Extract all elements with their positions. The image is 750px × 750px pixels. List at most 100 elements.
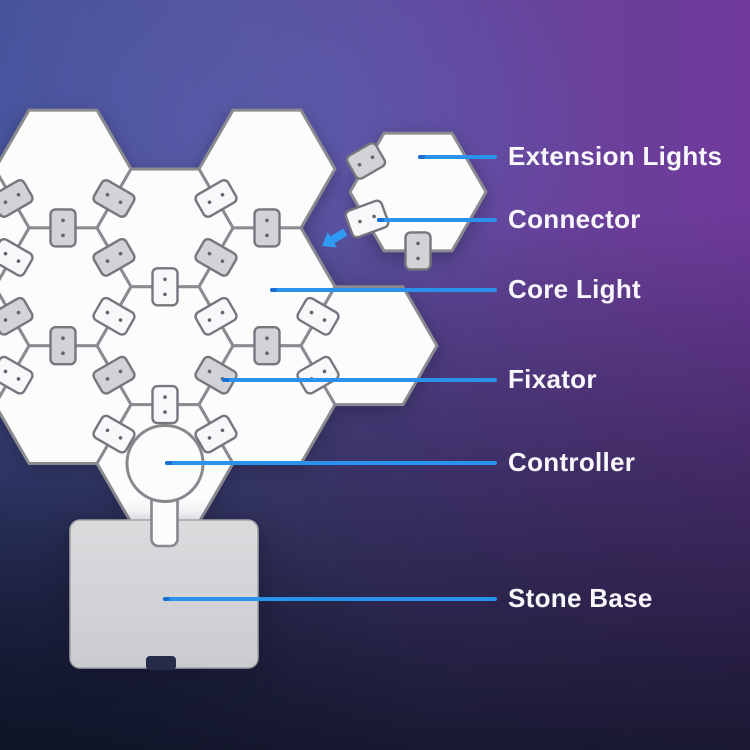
hex-tiles bbox=[0, 108, 488, 524]
plate-screw-dot bbox=[61, 218, 65, 223]
plate-screw-dot bbox=[105, 259, 110, 263]
plate-screw-dot bbox=[265, 218, 269, 223]
pointer-line-tip-3 bbox=[222, 378, 229, 382]
plate-screw-dot bbox=[322, 318, 327, 322]
plate-screw-dot bbox=[220, 259, 225, 263]
plate-screw-dot bbox=[105, 310, 110, 315]
plate-screw-dot bbox=[16, 192, 21, 197]
plate-screw-dot bbox=[3, 318, 8, 322]
connector-plate bbox=[92, 414, 136, 454]
connector-plate-body bbox=[0, 355, 34, 395]
connector-plate-body bbox=[194, 355, 238, 395]
connector-plate bbox=[344, 199, 390, 239]
connector-plate bbox=[0, 179, 34, 218]
plate-screw-dot bbox=[207, 251, 212, 256]
connector-plate-body bbox=[194, 237, 238, 277]
connector-plate-body bbox=[0, 237, 34, 277]
plate-screw-dot bbox=[309, 310, 314, 315]
plate-screw-dot bbox=[265, 336, 269, 340]
pointer-line-2 bbox=[270, 288, 497, 292]
plate-screw-dot bbox=[3, 200, 8, 205]
plate-screw-dot bbox=[372, 214, 376, 219]
pointer-line-0 bbox=[418, 155, 497, 159]
plate-screw-dot bbox=[118, 251, 123, 256]
connector-plate-body bbox=[92, 237, 136, 277]
connector-plate bbox=[92, 355, 136, 395]
plate-screw-dot bbox=[3, 369, 8, 374]
plate-screw-dot bbox=[207, 436, 212, 440]
connector-plate bbox=[194, 179, 238, 218]
plate-screw-dot bbox=[265, 351, 269, 355]
connector-plate-body bbox=[92, 414, 136, 454]
pointer-lines bbox=[163, 155, 497, 601]
plate-screw-dot bbox=[416, 256, 420, 261]
connector-plate bbox=[0, 296, 34, 336]
connector-plate-body bbox=[151, 267, 179, 307]
plate-screw-dot bbox=[163, 410, 167, 414]
pointer-line-1 bbox=[377, 218, 497, 222]
plate-screw-dot bbox=[220, 428, 225, 433]
connector-plate bbox=[253, 326, 281, 366]
plate-screw-dot bbox=[207, 200, 212, 205]
plate-screw-dot bbox=[163, 395, 167, 399]
connector-plate-body bbox=[49, 326, 77, 366]
plate-screw-dot bbox=[118, 369, 123, 374]
plate-screw-dot bbox=[3, 251, 8, 256]
plate-screw-dot bbox=[265, 233, 269, 238]
connector-plate bbox=[194, 355, 238, 395]
connector-plate-body bbox=[344, 199, 390, 239]
plate-screw-dot bbox=[16, 310, 21, 315]
base-notch bbox=[146, 656, 176, 670]
plate-screw-dot bbox=[16, 377, 21, 381]
connector-plate bbox=[92, 237, 136, 277]
pointer-line-tip-4 bbox=[165, 461, 172, 465]
plate-screw-dot bbox=[358, 219, 362, 224]
plate-screw-dot bbox=[370, 155, 375, 160]
connector-plate-body bbox=[253, 208, 281, 248]
pointer-line-5 bbox=[163, 597, 497, 601]
plate-screw-dot bbox=[207, 318, 212, 322]
connector-plate bbox=[194, 296, 238, 336]
connector-plate-body bbox=[49, 208, 77, 248]
connector-plate bbox=[345, 142, 387, 180]
plate-screw-dot bbox=[118, 318, 123, 322]
connector-plate bbox=[253, 208, 281, 248]
connector-plate bbox=[49, 208, 77, 248]
plate-screw-dot bbox=[207, 369, 212, 374]
connector-plate-body bbox=[296, 296, 340, 336]
connector-plate-body bbox=[92, 296, 136, 336]
pointer-line-tip-1 bbox=[377, 218, 384, 222]
connector-plate bbox=[194, 237, 238, 277]
connector-plate bbox=[296, 296, 340, 336]
pointer-line-4 bbox=[165, 461, 497, 465]
connector-plates bbox=[0, 142, 432, 454]
plate-screw-dot bbox=[163, 292, 167, 297]
connector-plate-body bbox=[404, 231, 432, 271]
connector-plate-body bbox=[92, 355, 136, 395]
plate-screw-dot bbox=[416, 241, 420, 246]
connector-plate bbox=[0, 237, 34, 277]
plate-screw-dot bbox=[105, 428, 110, 433]
connector-plate-body bbox=[0, 179, 34, 218]
connector-plate bbox=[194, 414, 238, 454]
plate-screw-dot bbox=[61, 336, 65, 340]
plate-screw-dot bbox=[220, 310, 225, 315]
pointer-line-tip-5 bbox=[163, 597, 170, 601]
plate-screw-dot bbox=[61, 233, 65, 238]
connector-plate-body bbox=[92, 179, 136, 218]
connector-plate-body bbox=[194, 296, 238, 336]
connector-plate bbox=[49, 326, 77, 366]
plate-screw-dot bbox=[16, 259, 21, 263]
connector-plate-body bbox=[151, 384, 179, 425]
connector-plate bbox=[92, 179, 136, 218]
connector-plate-body bbox=[296, 355, 340, 395]
connector-plate-body bbox=[0, 296, 34, 336]
pointer-line-3 bbox=[222, 378, 497, 382]
plate-screw-dot bbox=[357, 162, 362, 167]
connector-plate-body bbox=[345, 142, 387, 180]
plate-screw-dot bbox=[220, 192, 225, 197]
connector-plate-body bbox=[194, 414, 238, 454]
plate-screw-dot bbox=[118, 200, 123, 205]
